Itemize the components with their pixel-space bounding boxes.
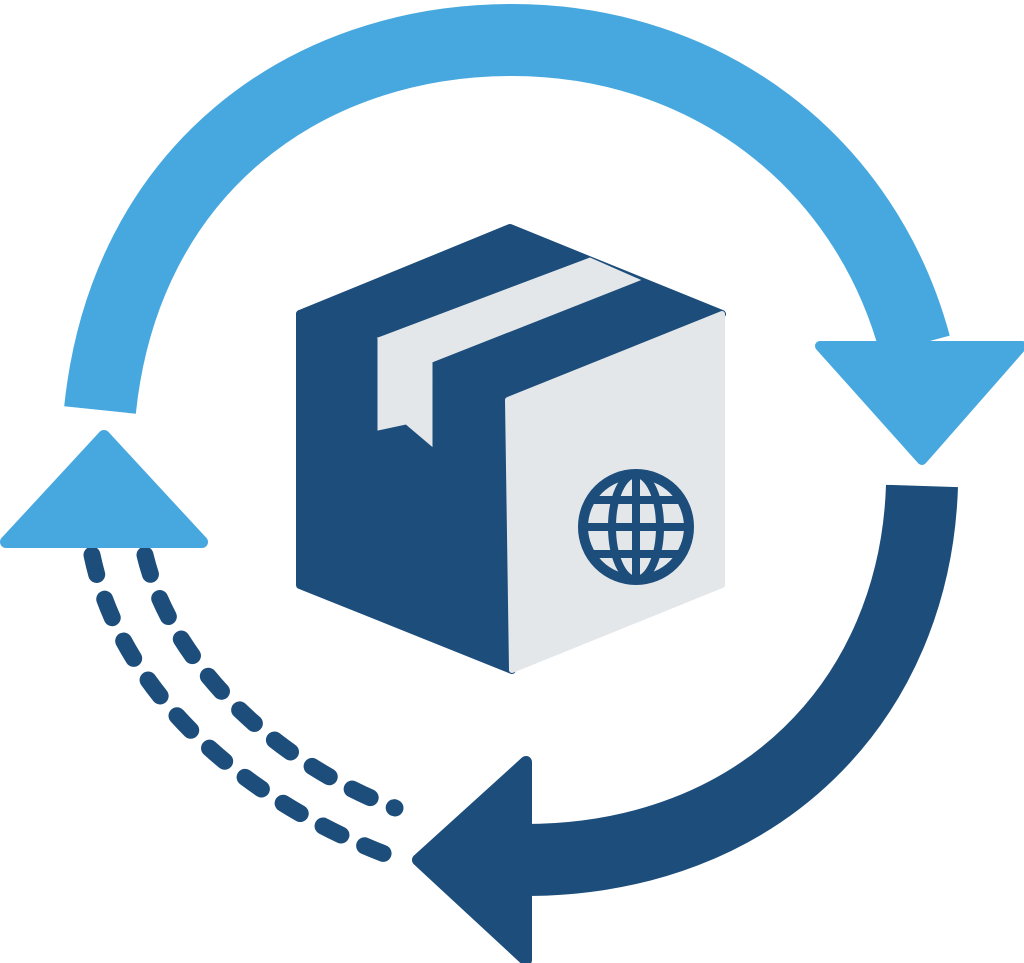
clockwise-arrow-icon <box>64 3 1024 465</box>
globe-icon <box>578 469 694 585</box>
up-arrowhead-icon <box>0 430 208 548</box>
package-box-icon <box>296 224 726 674</box>
return-arrow-icon <box>412 484 958 963</box>
dashed-return-path-icon <box>83 546 404 867</box>
